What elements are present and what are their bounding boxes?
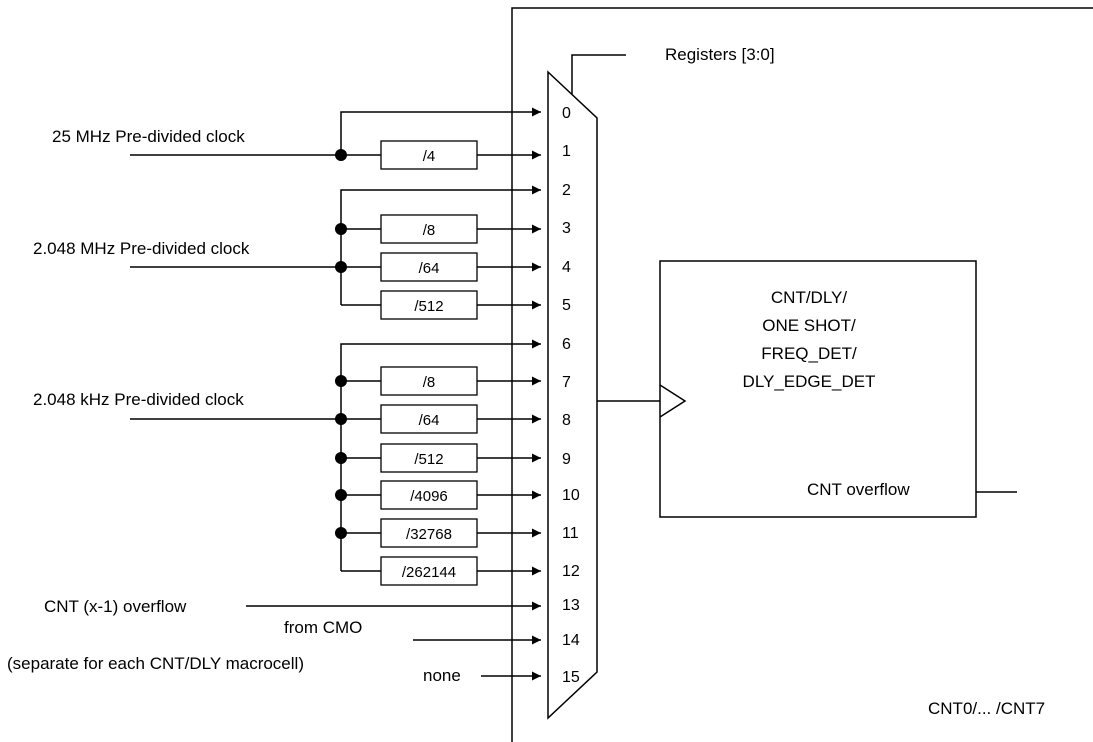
wire-to-input-2 (340, 185, 541, 305)
block-label-line-1: CNT/DLY/ (771, 288, 847, 307)
divider-label: /64 (419, 412, 440, 429)
divider-label: /8 (423, 222, 436, 239)
mux-input-number: 4 (562, 259, 571, 276)
multiplexer (547, 70, 598, 720)
mux-input-number: 5 (562, 297, 571, 314)
divider-box (380, 214, 478, 244)
block-label-line-4: DLY_EDGE_DET (743, 372, 876, 391)
divider-label: /32768 (406, 526, 452, 543)
select-line (571, 54, 626, 94)
counter-block (659, 260, 977, 518)
mux-input-number: 0 (562, 105, 571, 122)
macrocell-range-label: CNT0/... /CNT7 (928, 699, 1045, 718)
cnt-prev-overflow-label: CNT (x-1) overflow (44, 597, 187, 616)
source-25mhz-label: 25 MHz Pre-divided clock (52, 127, 245, 146)
from-cmo-label: from CMO (284, 618, 362, 637)
other-inputs: CNT (x-1) overflow from CMO (separate fo… (7, 597, 541, 685)
divider-box (380, 252, 478, 282)
source-2048mhz-label: 2.048 MHz Pre-divided clock (33, 239, 250, 258)
divider-label: /262144 (402, 564, 456, 581)
mux-input-number: 13 (562, 597, 580, 614)
group-25mhz: 25 MHz Pre-divided clock (52, 107, 541, 161)
group-2048khz: 2.048 kHz Pre-divided clock (33, 339, 541, 576)
source-2048khz-label: 2.048 kHz Pre-divided clock (33, 390, 244, 409)
divider-box (380, 518, 478, 548)
divider-box (380, 443, 478, 473)
junction-dot (335, 527, 347, 539)
mux-input-number: 8 (562, 412, 571, 429)
junction-dot (335, 261, 347, 273)
divider-label: /4096 (410, 488, 448, 505)
divider-box (380, 480, 478, 510)
divider-box (380, 556, 478, 586)
mux-input-number: 15 (562, 669, 580, 686)
mux-input-number: 7 (562, 374, 571, 391)
divider-box (380, 290, 478, 320)
block-label-line-3: FREQ_DET/ (761, 344, 857, 363)
wire-to-input-0 (340, 107, 541, 155)
divider-boxes: /4 /8 /64 /512 /8 /64 /512 /4096 /32768 … (380, 140, 478, 586)
divider-label: /8 (423, 374, 436, 391)
divider-box (380, 140, 478, 170)
block-label-line-2: ONE SHOT/ (762, 316, 856, 335)
junction-dot (335, 223, 347, 235)
macrocell-frame (511, 7, 1093, 742)
registers-label: Registers [3:0] (665, 45, 775, 64)
divider-label: /512 (414, 298, 443, 315)
cnt-overflow-label: CNT overflow (807, 480, 910, 499)
junction-dot (335, 489, 347, 501)
mux-input-number: 9 (562, 451, 571, 468)
mux-input-number: 3 (562, 220, 571, 237)
junction-dot (335, 413, 347, 425)
mux-input-number: 11 (562, 525, 579, 542)
divider-label: /4 (423, 148, 436, 165)
mux-input-number: 6 (562, 336, 571, 353)
mux-input-number: 14 (562, 632, 580, 649)
mux-input-number: 1 (562, 143, 571, 160)
divider-label: /64 (419, 260, 440, 277)
junction-dot (335, 452, 347, 464)
group-2048mhz: 2.048 MHz Pre-divided clock (33, 185, 541, 310)
divider-label: /512 (414, 451, 443, 468)
none-label: none (423, 666, 461, 685)
mux-input-number: 12 (562, 563, 580, 580)
clock-input-triangle (659, 384, 687, 418)
divider-box (380, 366, 478, 396)
junction-dot (335, 149, 347, 161)
mux-input-number: 10 (562, 487, 580, 504)
from-cmo-note: (separate for each CNT/DLY macrocell) (7, 654, 304, 673)
junction-dot (335, 375, 347, 387)
divider-box (380, 404, 478, 434)
mux-input-number: 2 (562, 182, 571, 199)
